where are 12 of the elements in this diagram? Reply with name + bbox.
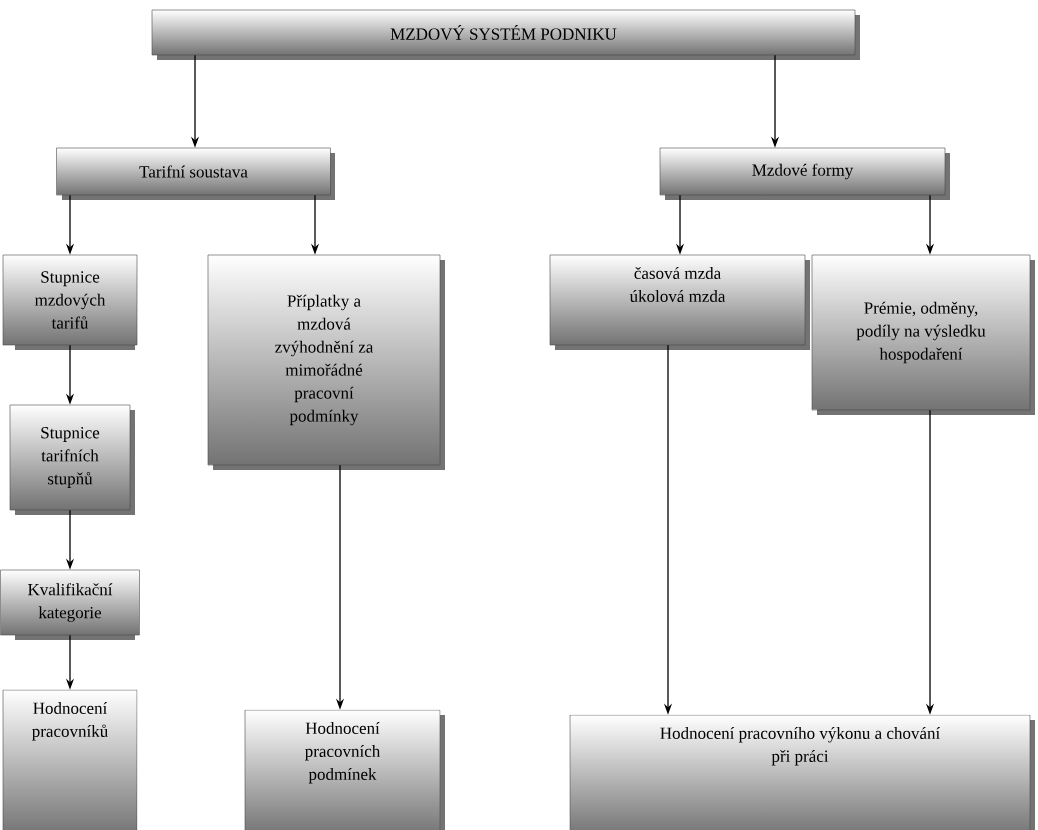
box: časová mzda úkolová mzda [549,254,810,350]
box: Tarifní soustava [56,147,335,200]
box: Prémie, odměny, podíly na výsledku hospodaření [811,254,1035,415]
box: Hodnocení pracovníků [2,689,138,830]
box: Stupnice mzdových tarifů [2,254,138,350]
box: Mzdové formy [659,147,950,200]
box: Kvalifikační kategorie [0,569,140,640]
box: Hodnocení pracovního výkonu a chování při práci [569,714,1035,830]
box: Stupnice tarifních stupňů [9,404,135,515]
box: Hodnocení pracovních podmínek [244,709,445,830]
box: MZDOVÝ SYSTÉM PODNIKU [151,9,860,60]
box: Příplatky a mzdová zvýhodnění za mimořádné pracovní podmínky [207,254,445,470]
